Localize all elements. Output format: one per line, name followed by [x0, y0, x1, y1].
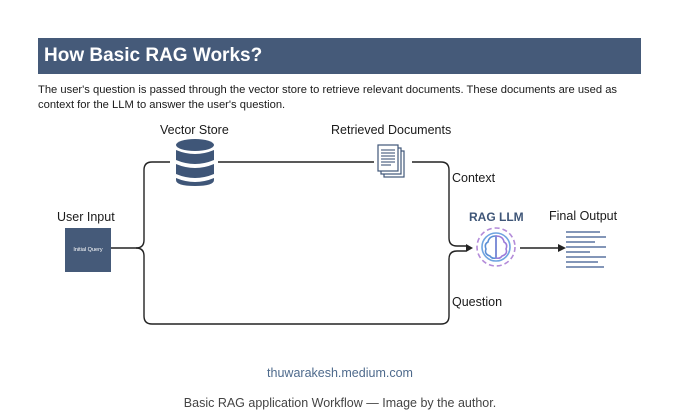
- documents-icon: [377, 144, 405, 178]
- database-icon: [176, 139, 214, 186]
- ai-brain-icon: [476, 227, 516, 267]
- arrowhead-llm: [466, 244, 473, 252]
- question-label: Question: [452, 295, 503, 309]
- retrieved-documents-label: Retrieved Documents: [331, 123, 452, 137]
- arrowhead-output: [558, 244, 566, 252]
- description-text: The user's question is passed through th…: [38, 84, 618, 111]
- connector-input-to-vector-store: [111, 161, 170, 249]
- rag-llm-label: RAG LLM: [469, 210, 524, 224]
- connector-input-to-question: [135, 247, 466, 325]
- page-title: How Basic RAG Works?: [38, 38, 641, 74]
- site-url: thuwarakesh.medium.com: [267, 366, 413, 380]
- connector-lines: [111, 161, 558, 325]
- initial-query-box: Initial Query: [65, 228, 111, 272]
- text-output-icon: [566, 231, 606, 268]
- vector-store-label: Vector Store: [160, 123, 229, 137]
- context-label: Context: [452, 171, 496, 185]
- user-input-label: User Input: [57, 210, 115, 224]
- final-output-label: Final Output: [549, 209, 618, 223]
- connector-docs-to-llm: [412, 161, 466, 247]
- initial-query-text: Initial Query: [73, 247, 103, 253]
- figure-caption: Basic RAG application Workflow — Image b…: [183, 396, 497, 410]
